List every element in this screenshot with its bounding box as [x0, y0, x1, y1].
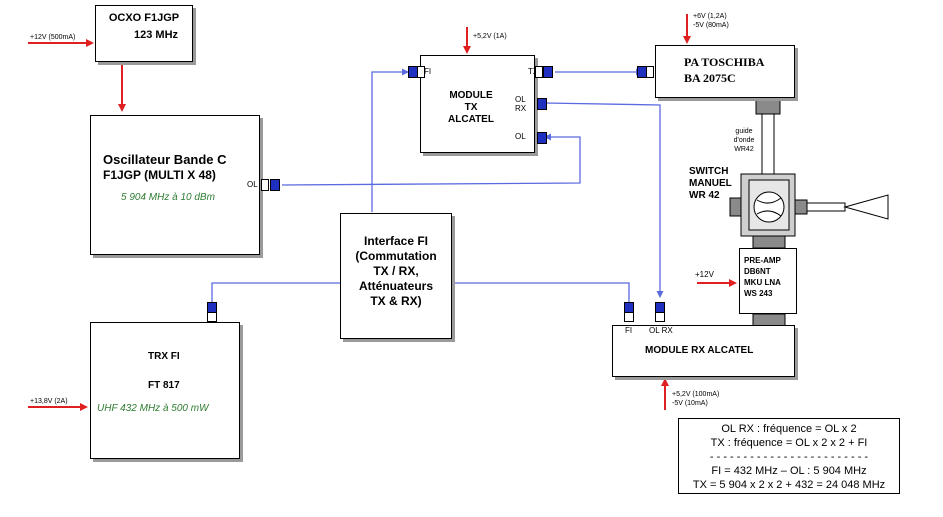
module-tx-olrx-label-2: RX	[515, 104, 527, 113]
waveguide-label: guide d'onde WR42	[727, 127, 761, 154]
formula-line4: FI = 432 MHz – OL : 5 904 MHz	[711, 465, 867, 477]
preamp-block: PRE-AMP DB6NT MKU LNA WS 243	[739, 248, 797, 314]
module-tx-line2: TX	[464, 102, 478, 113]
module-rx-title: MODULE RX ALCATEL	[645, 345, 754, 356]
module-tx-tx-port-icon	[535, 66, 543, 78]
pa-power-label-2: -5V (80mA)	[693, 22, 729, 29]
formula-box: OL RX : fréquence = OL x 2 TX : fréquenc…	[678, 418, 900, 494]
oscillator-frequency: 5 904 MHz à 10 dBm	[121, 192, 215, 203]
trx-fi-block: TRX FI FT 817 UHF 432 MHz à 500 mW	[90, 322, 240, 459]
module-tx-fi-label: FI	[424, 67, 432, 76]
preamp-text: PRE-AMP DB6NT MKU LNA WS 243	[744, 255, 781, 299]
ocxo-frequency: 123 MHz	[134, 29, 179, 41]
trx-fi-port-icon	[207, 312, 217, 322]
trx-model: FT 817	[148, 380, 180, 391]
module-tx-power-label: +5,2V (1A)	[473, 33, 507, 40]
fi-to-tx-line	[371, 68, 409, 212]
interface-fi-block: Interface FI (Commutation TX / RX, Attén…	[340, 213, 452, 339]
module-tx-block: MODULE TX ALCATEL FI TX OL RX OL	[420, 55, 539, 153]
trx-power-label: +13,8V (2A)	[30, 398, 68, 405]
module-tx-line3: ALCATEL	[448, 114, 494, 125]
module-tx-tx-port	[543, 66, 553, 78]
preamp-line2: DB6NT	[744, 267, 771, 276]
switch-label-3: WR 42	[689, 190, 720, 201]
module-tx-olrx-label-1: OL	[515, 95, 526, 104]
interface-line1: Interface FI	[363, 234, 429, 248]
interface-fi-text: Interface FI (Commutation TX / RX, Attén…	[341, 234, 451, 309]
horn-antenna-icon	[843, 194, 889, 220]
interface-line5: TX & RX)	[370, 294, 422, 308]
module-rx-power-label-2: -5V (10mA)	[672, 400, 708, 407]
module-tx-ol-port	[537, 132, 547, 144]
module-tx-fi-port-icon	[417, 66, 425, 78]
waveguide-label-1: guide	[735, 128, 753, 135]
pa-power-label-1: +6V (1,2A)	[693, 13, 727, 20]
ol-to-tx-line	[281, 133, 581, 186]
trx-frequency: UHF 432 MHz à 500 mW	[97, 403, 209, 414]
oscillator-ol-port	[270, 179, 280, 191]
waveguide-label-2: d'onde	[733, 137, 755, 144]
pa-input-port-icon	[646, 66, 654, 78]
preamp-power-label: +12V	[695, 270, 714, 279]
formula-separator: - - - - - - - - - - - - - - - - - - - - …	[709, 451, 869, 463]
ocxo-power-label: +12V (500mA)	[30, 34, 76, 41]
formula-line5: TX = 5 904 x 2 x 2 + 432 = 24 048 MHz	[692, 479, 886, 491]
ocxo-block: OCXO F1JGP 123 MHz	[95, 5, 193, 62]
interface-line2: (Commutation	[355, 249, 437, 263]
formula-line1: OL RX : fréquence = OL x 2	[721, 423, 857, 435]
module-tx-tx-label: TX	[528, 67, 539, 76]
module-tx-olrx-port	[537, 98, 547, 110]
interface-line3: TX / RX,	[373, 264, 419, 278]
formula-line2: TX : fréquence = OL x 2 x 2 + FI	[710, 437, 868, 449]
switch-label-2: MANUEL	[689, 178, 732, 189]
waveguide-assembly	[729, 97, 889, 327]
preamp-line3: MKU LNA	[744, 278, 781, 287]
switch-label: SWITCH MANUEL WR 42	[689, 166, 732, 202]
pa-model: BA 2075C	[684, 71, 736, 85]
oscillator-title: Oscillateur Bande C	[103, 152, 227, 167]
preamp-line4: WS 243	[744, 289, 773, 298]
waveguide-label-3: WR42	[734, 146, 754, 153]
pa-title: PA TOSCHIBA	[684, 55, 765, 69]
oscillator-block: Oscillateur Bande C F1JGP (MULTI X 48) 5…	[90, 115, 260, 255]
oscillator-ol-port-icon	[261, 179, 269, 191]
module-rx-fi-label: FI	[625, 326, 633, 335]
olrx-to-rx-line	[544, 102, 664, 298]
interface-line4: Atténuateurs	[358, 279, 433, 293]
oscillator-model: F1JGP (MULTI X 48)	[103, 168, 216, 182]
module-rx-olrx-port-icon	[655, 312, 665, 322]
switch-label-1: SWITCH	[689, 166, 729, 177]
preamp-line1: PRE-AMP	[744, 256, 781, 265]
module-rx-olrx-label: OL RX	[649, 326, 673, 335]
module-rx-block: FI OL RX MODULE RX ALCATEL	[612, 325, 795, 377]
module-tx-line1: MODULE	[449, 90, 493, 101]
pa-block: PA TOSCHIBA BA 2075C	[655, 45, 795, 98]
module-rx-fi-port-icon	[624, 312, 634, 322]
module-tx-ol-label: OL	[515, 132, 526, 141]
module-rx-power-label-1: +5,2V (100mA)	[672, 391, 720, 398]
ocxo-title: OCXO F1JGP	[108, 12, 180, 24]
oscillator-ol-port-label: OL	[247, 180, 258, 189]
trx-title: TRX FI	[148, 351, 180, 362]
